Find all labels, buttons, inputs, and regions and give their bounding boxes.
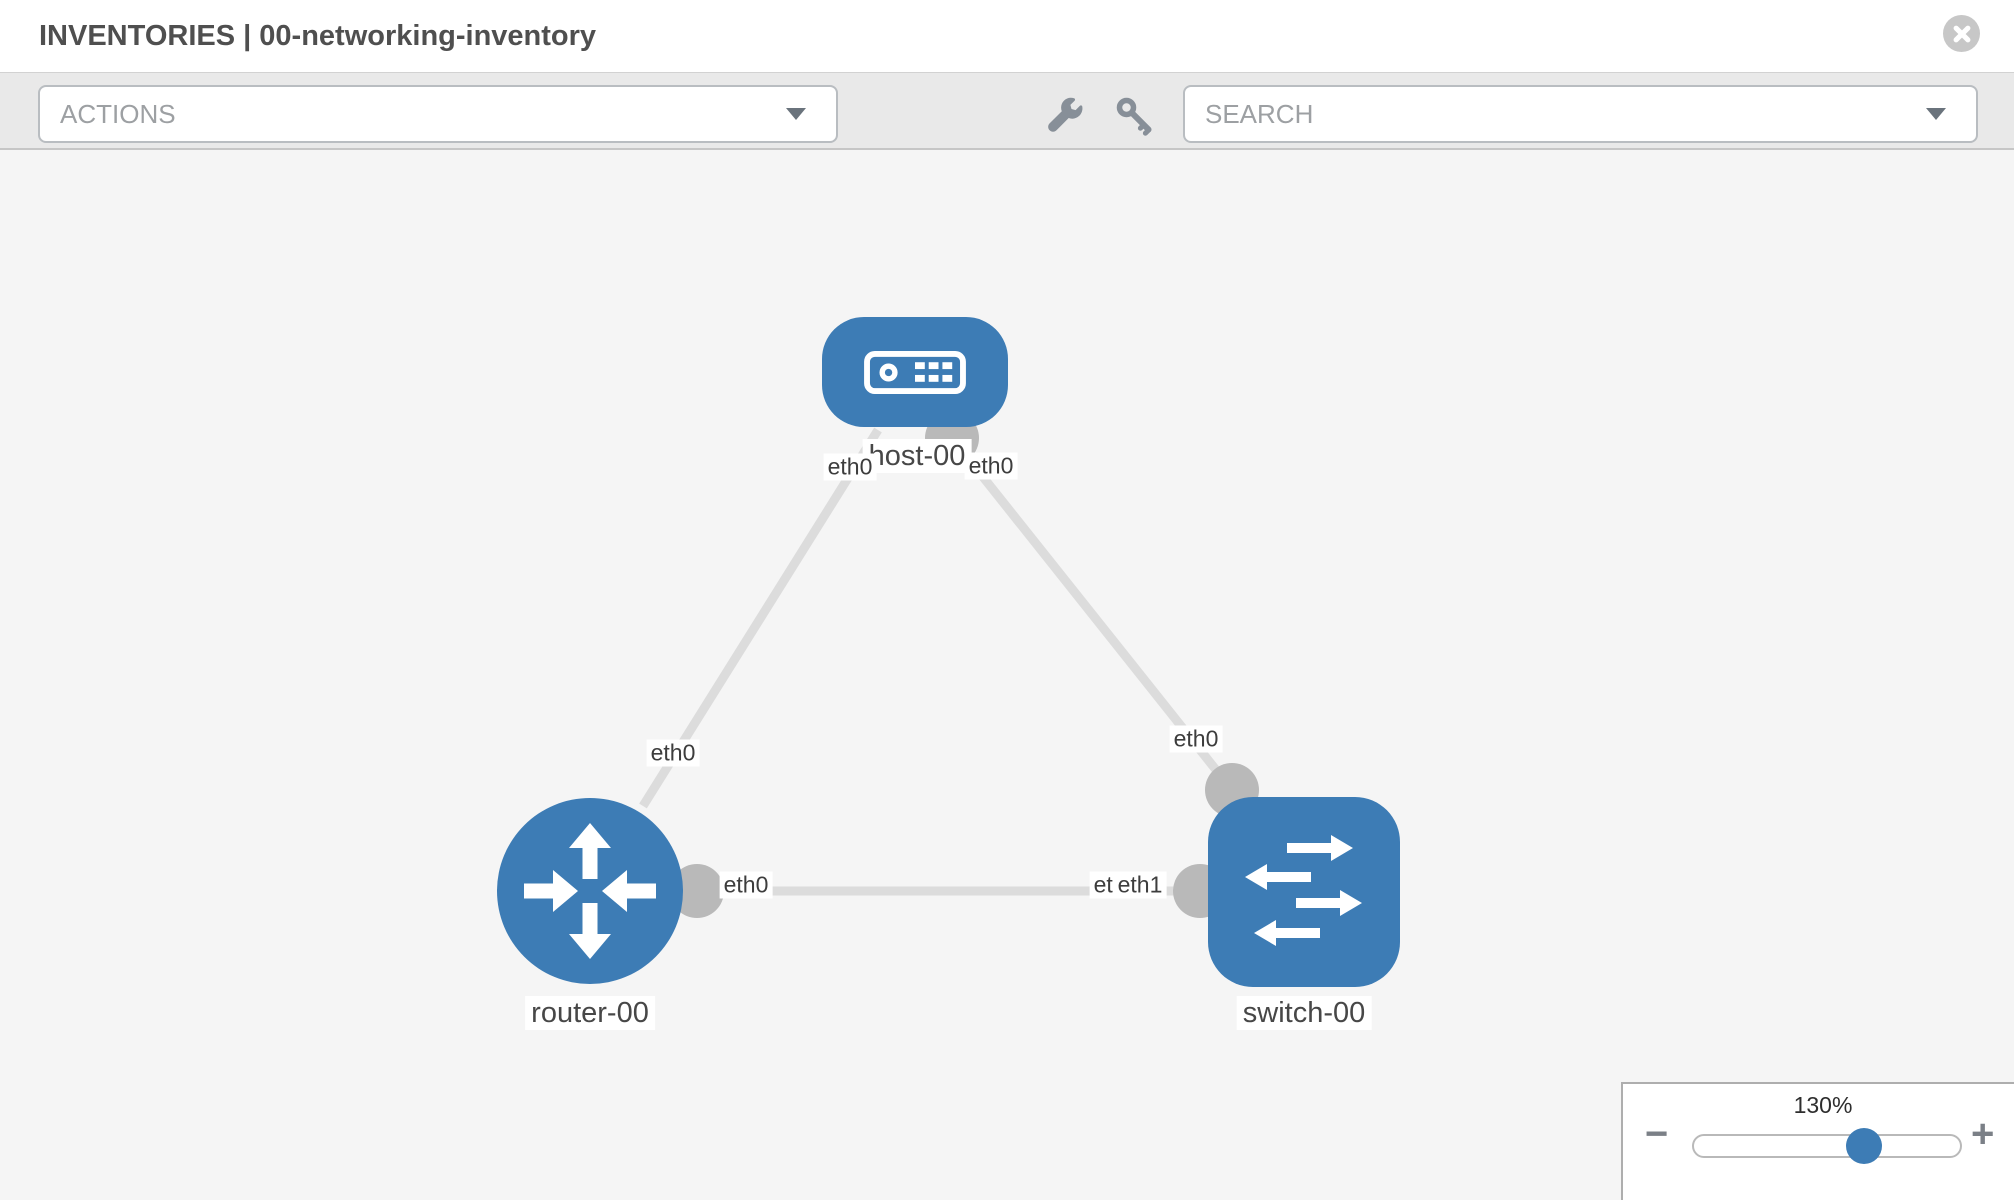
node-host-00[interactable] bbox=[822, 317, 1008, 427]
interface-label-eth0-2: eth0 bbox=[646, 739, 700, 767]
toolbar: ACTIONS SEARCH bbox=[0, 73, 2014, 150]
chevron-down-icon bbox=[1926, 108, 1946, 120]
interface-label-eth0-3: eth0 bbox=[1169, 725, 1223, 753]
server-icon bbox=[864, 350, 966, 394]
actions-dropdown[interactable]: ACTIONS bbox=[38, 85, 838, 143]
zoom-slider-thumb[interactable] bbox=[1846, 1128, 1883, 1164]
interface-label-eth0-4: eth0 bbox=[719, 871, 773, 899]
interface-label-eth0-0: eth0 bbox=[823, 453, 877, 481]
close-icon bbox=[1953, 25, 1970, 42]
interface-label-eth0-1: eth0 bbox=[964, 452, 1018, 480]
interface-label-eth1-6: eth1 bbox=[1113, 871, 1167, 899]
search-placeholder: SEARCH bbox=[1205, 99, 1314, 129]
header-bar: INVENTORIES | 00-networking-inventory bbox=[0, 0, 2014, 73]
node-switch-00[interactable] bbox=[1208, 797, 1400, 987]
chevron-down-icon bbox=[786, 108, 806, 120]
zoom-out-button[interactable]: − bbox=[1645, 1112, 1669, 1156]
zoom-panel: 130% − + bbox=[1621, 1082, 2014, 1200]
page-title: INVENTORIES | 00-networking-inventory bbox=[39, 20, 597, 52]
node-label-router-00: router-00 bbox=[525, 996, 655, 1030]
zoom-slider-track[interactable] bbox=[1692, 1128, 1962, 1164]
node-label-switch-00: switch-00 bbox=[1236, 996, 1372, 1030]
search-dropdown[interactable]: SEARCH bbox=[1183, 85, 1978, 143]
node-router-00[interactable] bbox=[497, 798, 683, 984]
switch-icon bbox=[1245, 835, 1362, 946]
node-label-host-00: host-00 bbox=[862, 439, 972, 473]
router-00-interface-port[interactable] bbox=[670, 864, 724, 918]
configure-tool-button[interactable] bbox=[1045, 96, 1085, 136]
credentials-tool-button[interactable] bbox=[1115, 96, 1155, 136]
close-button[interactable] bbox=[1943, 15, 1980, 52]
zoom-in-button[interactable]: + bbox=[1971, 1112, 1995, 1156]
wrench-icon bbox=[1048, 97, 1083, 132]
actions-dropdown-label: ACTIONS bbox=[60, 99, 176, 129]
router-icon bbox=[524, 823, 656, 959]
zoom-level-label: 130% bbox=[1793, 1092, 1853, 1118]
key-icon bbox=[1116, 97, 1152, 136]
